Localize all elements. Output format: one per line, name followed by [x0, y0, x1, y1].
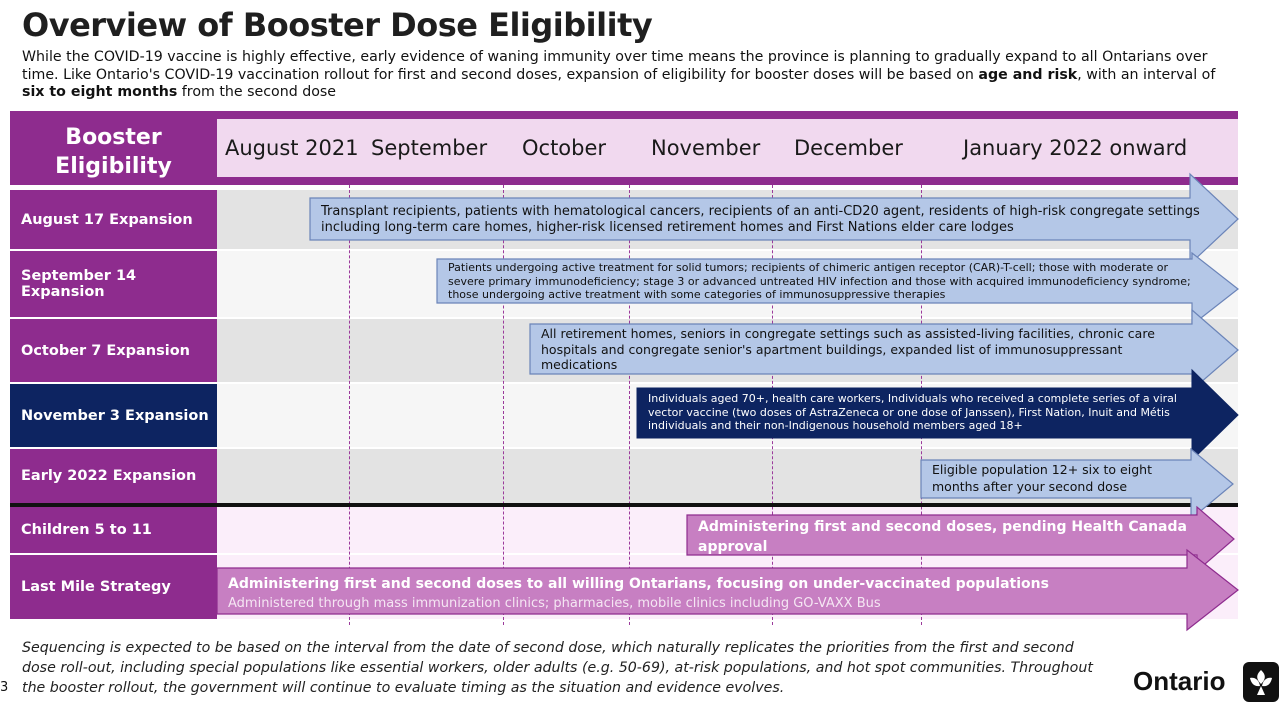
timeline-header — [217, 119, 1238, 177]
row-label-nov3: November 3 Expansion — [10, 384, 217, 447]
arrow-nov3 — [636, 368, 1239, 462]
row-label-children: Children 5 to 11 — [10, 507, 217, 553]
arrow-children — [686, 505, 1235, 573]
arrow-sep14 — [436, 251, 1239, 327]
footer-note: Sequencing is expected to be based on th… — [22, 640, 1093, 696]
month-november: November — [651, 136, 761, 160]
section-divider — [10, 503, 1238, 507]
month-october: October — [522, 136, 607, 160]
row-label-aug17: August 17 Expansion — [10, 190, 217, 249]
month-december: December — [794, 136, 903, 160]
arrow-last-mile — [216, 548, 1239, 632]
arrow-early2022 — [920, 447, 1234, 521]
arrow-oct7 — [529, 308, 1239, 392]
row-label-oct7: October 7 Expansion — [10, 319, 217, 382]
month-september: September — [371, 136, 488, 160]
arrow-text-early2022: Eligible population 12+ six to eight mon… — [932, 462, 1152, 494]
header-bottom-rule — [217, 177, 1238, 185]
intro-paragraph: While the COVID-19 vaccine is highly eff… — [22, 49, 1216, 100]
month-divider-3 — [629, 185, 630, 625]
row-label-early2022: Early 2022 Expansion — [10, 449, 217, 503]
arrow-text-last-mile: Administering first and second doses to … — [228, 576, 1049, 592]
month-divider-2 — [503, 185, 504, 625]
arrow-text-children: Administering first and second doses, pe… — [698, 519, 1187, 555]
header-top-rule — [10, 111, 1238, 119]
arrow-aug17 — [309, 172, 1239, 266]
month-august-2021: August 2021 — [225, 136, 359, 160]
arrow-text-nov3: Individuals aged 70+, health care worker… — [648, 392, 1177, 432]
month-divider-1 — [349, 185, 350, 625]
arrow-subtext-last-mile: Administered through mass immunization c… — [228, 596, 881, 611]
arrow-text-sep14: Patients undergoing active treatment for… — [448, 261, 1191, 301]
arrow-text-aug17: Transplant recipients, patients with hem… — [321, 204, 1200, 235]
row-label-sep14: September 14 Expansion — [10, 251, 217, 317]
arrow-text-oct7: All retirement homes, seniors in congreg… — [541, 326, 1155, 372]
row-label-last-mile: Last Mile Strategy — [10, 555, 217, 619]
page-title: Overview of Booster Dose Eligibility — [22, 6, 653, 44]
booster-eligibility-header: Booster Eligibility — [10, 119, 217, 185]
ontario-logo-text: Ontario — [1133, 666, 1226, 696]
trillium-logo-icon — [1243, 662, 1279, 702]
page-number: 3 — [0, 680, 9, 695]
month-january-2022-onward: January 2022 onward — [963, 136, 1188, 160]
